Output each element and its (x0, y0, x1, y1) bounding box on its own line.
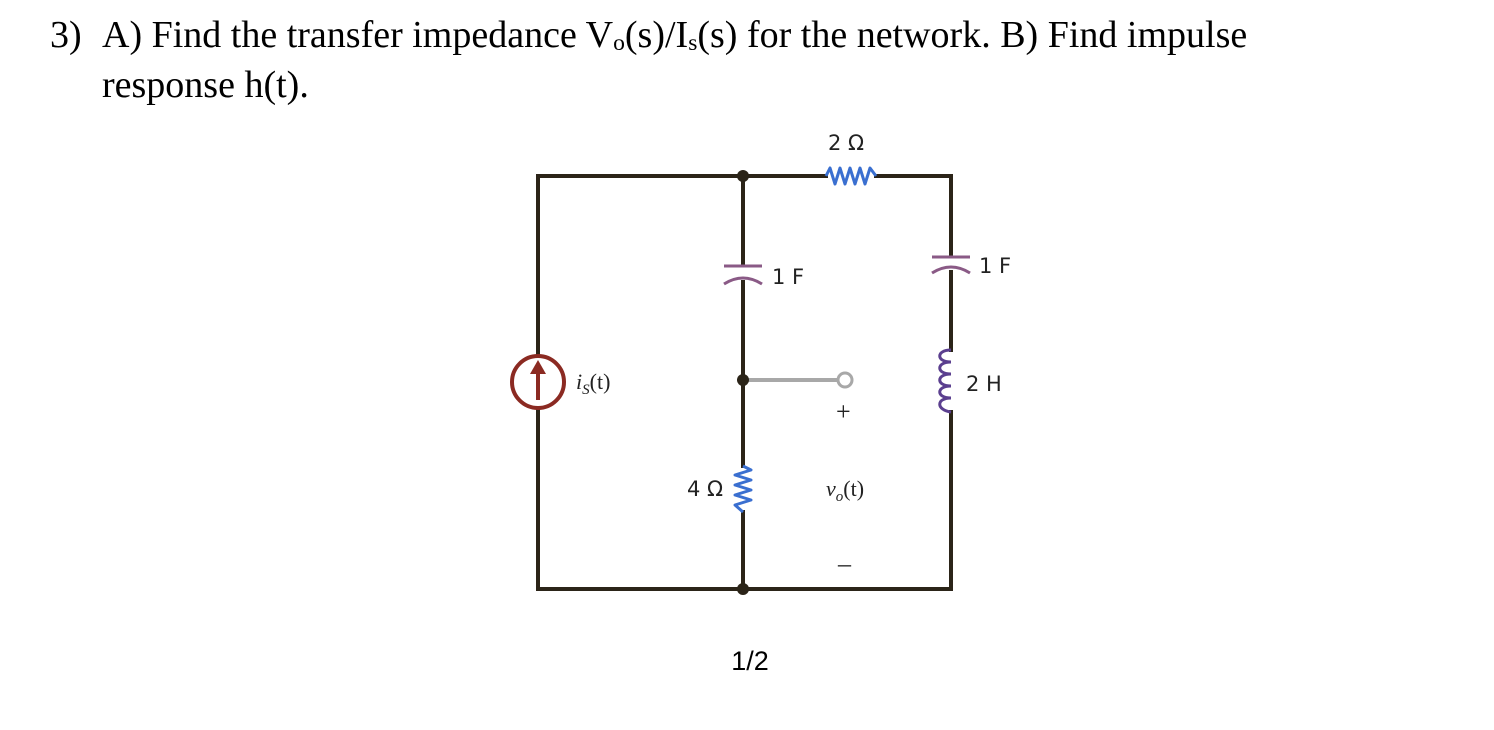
output-label-argument: (t) (843, 476, 864, 501)
bottom-resistor-label: 4 Ω (687, 477, 723, 501)
question-text: 3) A) Find the transfer impedance Vo(s)/I… (50, 10, 1470, 110)
inductor (938, 348, 952, 414)
right-capacitor-label: 1 F (979, 254, 1011, 278)
subscript-o: o (613, 29, 625, 56)
question-part-b-end: response h(t). (102, 64, 309, 106)
bottom-resistor (733, 464, 753, 514)
question-line-1: 3) A) Find the transfer impedance Vo(s)/I… (50, 10, 1470, 60)
middle-capacitor-label: 1 F (772, 265, 804, 289)
output-terminal (836, 371, 854, 389)
output-label: vo(t) (826, 476, 864, 505)
output-label-main: v (826, 476, 836, 501)
output-plus-sign: + (836, 397, 851, 426)
junction-top (737, 170, 749, 182)
subscript-s: s (688, 29, 698, 56)
source-label-main: i (576, 369, 582, 394)
question-part-a-start: A) Find the transfer impedance V (102, 14, 614, 56)
junction-middle (737, 374, 749, 386)
middle-capacitor (723, 264, 763, 286)
question-line-2: response h(t). (50, 60, 1470, 110)
output-minus-sign: – (837, 549, 852, 578)
source-label-argument: (t) (590, 369, 611, 394)
page-number: 1/2 (731, 646, 769, 676)
right-capacitor (931, 255, 971, 275)
top-resistor (824, 166, 878, 186)
source-label-subscript: S (582, 382, 590, 398)
middle-capacitor-plate-curved (723, 276, 763, 286)
junction-bottom (737, 583, 749, 595)
output-label-subscript: o (836, 489, 844, 505)
question-part-a-mid: (s)/I (624, 14, 689, 56)
right-capacitor-plate-curved (931, 265, 971, 275)
top-resistor-label: 2 Ω (828, 131, 864, 155)
question-number: 3) (50, 14, 82, 56)
inductor-label: 2 H (966, 372, 1002, 396)
arrow-up-icon (530, 360, 546, 374)
question-part-a-end: (s) for the network. B) Find impulse (697, 14, 1248, 56)
source-label: iS(t) (576, 369, 610, 398)
current-source (510, 354, 566, 410)
